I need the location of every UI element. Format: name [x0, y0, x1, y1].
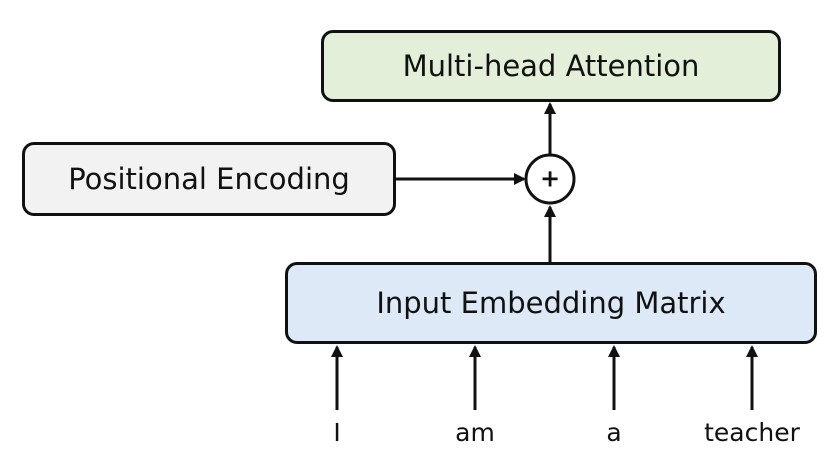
token-teacher: teacher [704, 418, 800, 447]
token-i: I [333, 418, 341, 447]
positional-encoding-label: Positional Encoding [68, 162, 350, 196]
input-embedding-label: Input Embedding Matrix [376, 286, 726, 320]
multihead-attention-box: Multi-head Attention [321, 30, 781, 102]
adder-plus-symbol: + [539, 164, 561, 193]
token-a: a [606, 418, 622, 447]
multihead-attention-label: Multi-head Attention [402, 49, 700, 83]
positional-encoding-box: Positional Encoding [22, 142, 396, 216]
adder-circle [524, 153, 576, 205]
token-am: am [455, 418, 495, 447]
input-embedding-box: Input Embedding Matrix [285, 262, 817, 344]
